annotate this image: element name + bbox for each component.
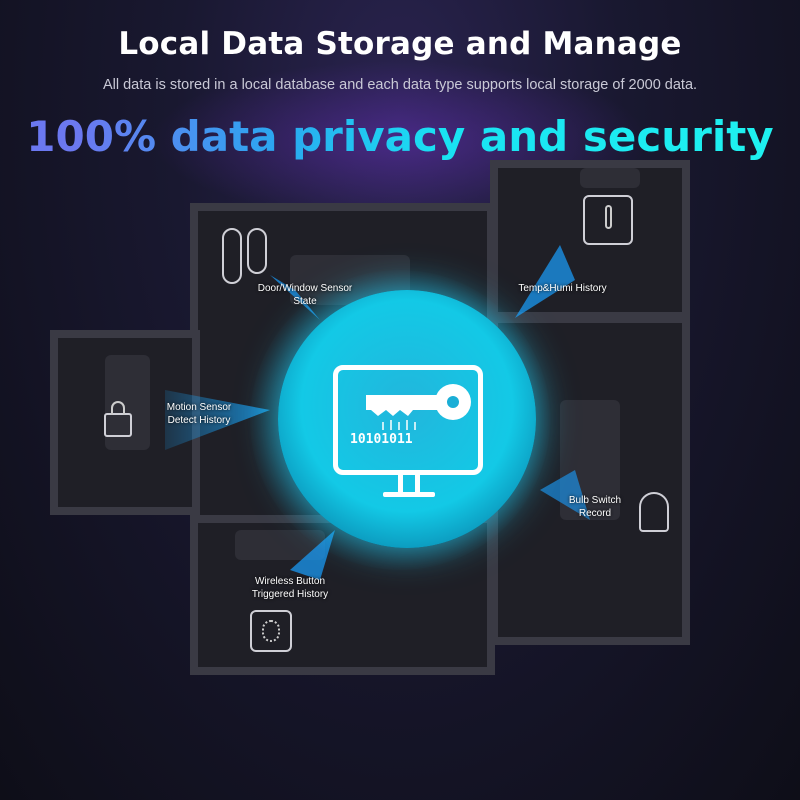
page-title: Local Data Storage and Manage: [118, 26, 682, 62]
beam-motion: [165, 390, 270, 450]
headline: 100% data privacy and security: [0, 112, 800, 161]
label-button: Wireless Button Triggered History: [251, 576, 329, 600]
lock-icon: [104, 401, 132, 437]
subtitle: All data is stored in a local database a…: [102, 77, 698, 93]
door-sensor-icon: [222, 228, 242, 284]
monitor-stand: [398, 475, 420, 493]
key-icon: [366, 384, 471, 430]
bulb-icon: [639, 492, 669, 532]
thermometer-icon: [583, 195, 633, 245]
label-temp-humi: Temp&Humi History: [518, 283, 607, 294]
fingerprint-icon: [250, 610, 292, 652]
beam-temp: [515, 245, 575, 318]
bed-head: [580, 168, 640, 188]
beam-bulb: [540, 470, 590, 520]
binary-text: 10101011: [350, 432, 413, 447]
label-bulb: Bulb Switch Record: [568, 495, 622, 519]
security-sphere: [278, 290, 536, 548]
monitor-key-icon: 10101011: [333, 365, 483, 475]
door-magnet-icon: [247, 228, 267, 274]
monitor-base: [383, 492, 435, 497]
label-motion: Motion Sensor Detect History: [166, 402, 232, 426]
label-door-window: Door/Window Sensor State: [257, 283, 353, 307]
